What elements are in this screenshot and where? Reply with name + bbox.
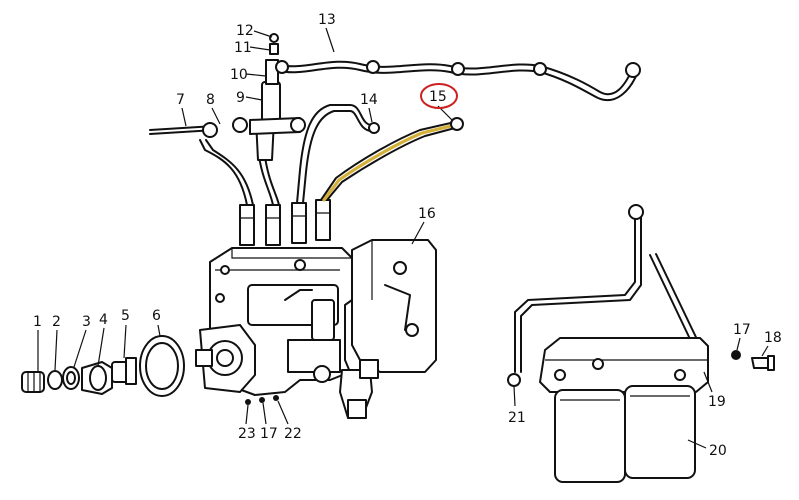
callout-17: 17 — [733, 322, 751, 338]
callout-10: 10 — [230, 67, 248, 83]
injector-pipes — [199, 104, 464, 206]
washer-23 — [245, 399, 251, 405]
callout-19: 19 — [708, 394, 726, 410]
callout-3: 3 — [82, 314, 91, 330]
washer-17 — [259, 397, 265, 403]
callout-20: 20 — [709, 443, 727, 459]
callout-9: 9 — [236, 90, 245, 106]
callout-23: 23 — [238, 426, 256, 442]
leak-off-pipe — [275, 60, 641, 101]
callout-17b: 17 — [260, 426, 278, 442]
callout-18: 18 — [764, 330, 782, 346]
callout-4: 4 — [99, 312, 108, 328]
nut-22 — [273, 395, 279, 401]
fuel-filter-assembly — [507, 204, 775, 483]
callout-12: 12 — [236, 23, 254, 39]
callout-15: 15 — [429, 89, 447, 105]
callout-6: 6 — [152, 308, 161, 324]
callout-labels: 1 2 3 4 5 6 7 8 9 10 11 12 13 14 15 16 1… — [33, 12, 782, 459]
callout-2: 2 — [52, 314, 61, 330]
callout-21: 21 — [508, 410, 526, 426]
injector — [149, 33, 306, 161]
callout-1: 1 — [33, 314, 42, 330]
callout-13: 13 — [318, 12, 336, 28]
callout-14: 14 — [360, 92, 378, 108]
delivery-valve-holders — [239, 199, 331, 246]
leader-lines — [37, 27, 769, 449]
callout-8: 8 — [206, 92, 215, 108]
injection-pump — [195, 199, 437, 419]
callout-7: 7 — [176, 92, 185, 108]
drive-parts — [21, 335, 185, 397]
callout-16: 16 — [418, 206, 436, 222]
callout-22: 22 — [284, 426, 302, 442]
callout-5: 5 — [121, 308, 130, 324]
highlight-circle — [420, 83, 458, 109]
callout-11: 11 — [234, 40, 252, 56]
